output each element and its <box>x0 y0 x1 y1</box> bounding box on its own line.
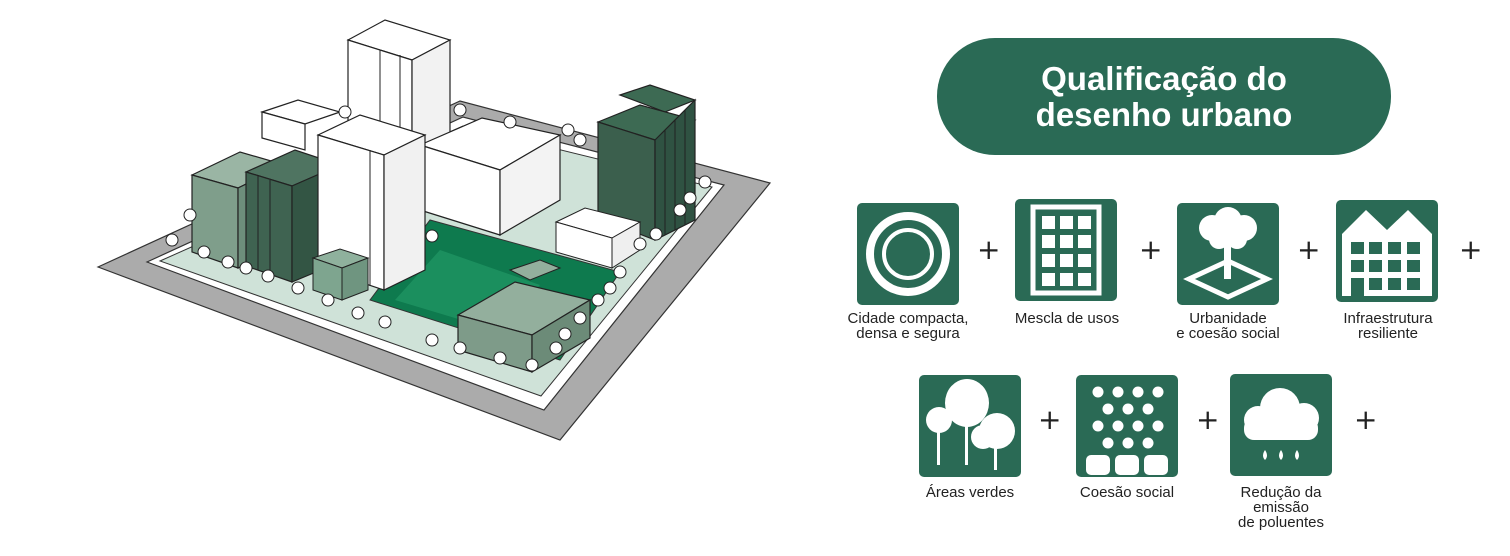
card-compact-city <box>857 203 959 305</box>
title-banner: Qualificação do desenho urbano <box>937 38 1391 155</box>
plus-6: + <box>1196 403 1220 436</box>
title-line-2: desenho urbano <box>1035 95 1293 133</box>
urban-block-illustration <box>96 19 772 441</box>
caption-mixed-use: Mescla de usos <box>1014 310 1120 327</box>
large-white-block <box>418 117 562 237</box>
caption-social-cohesion: Coesão social <box>1079 484 1175 501</box>
title-line-1: Qualificação do <box>1041 59 1287 97</box>
people-crowd-icon <box>1086 386 1168 475</box>
low-white-block <box>259 99 343 151</box>
card-infrastructure <box>1336 200 1438 302</box>
small-green-base <box>311 248 370 301</box>
rain-cloud-icon <box>1244 388 1319 460</box>
circle-ring-icon <box>866 212 950 296</box>
plus-5: + <box>1038 403 1062 436</box>
caption-emission-reduction: Redução da emissão de poluentes <box>1238 484 1324 531</box>
street-trees <box>165 103 712 372</box>
card-urbanity <box>1177 203 1279 305</box>
card-mixed-use <box>1015 199 1117 301</box>
caption-green-areas: Áreas verdes <box>925 484 1015 501</box>
trees-icon <box>926 379 1015 470</box>
plus-2: + <box>1139 233 1163 266</box>
plus-3: + <box>1297 233 1321 266</box>
plus-7: + <box>1354 403 1378 436</box>
card-green-areas <box>919 375 1021 477</box>
caption-urbanity: Urbanidade e coesão social <box>1176 310 1280 342</box>
small-white-building <box>554 207 642 269</box>
caption-infrastructure: Infraestrutura resiliente <box>1343 310 1433 342</box>
tree-plaza-icon <box>1183 207 1273 300</box>
building-grid-icon <box>1030 204 1102 296</box>
white-tower-front <box>316 114 427 291</box>
plus-4: + <box>1459 233 1483 266</box>
plus-1: + <box>977 233 1001 266</box>
caption-compact-city: Cidade compacta, densa e segura <box>847 310 969 342</box>
infrastructure-building-icon <box>1342 210 1432 296</box>
card-emission-reduction <box>1230 374 1332 476</box>
card-social-cohesion <box>1076 375 1178 477</box>
